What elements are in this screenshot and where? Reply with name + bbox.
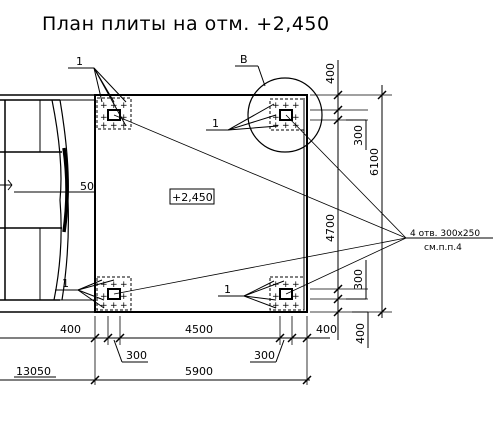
svg-text:+: + bbox=[100, 121, 108, 131]
dim-h-4500: 4500 bbox=[185, 323, 213, 336]
svg-text:+: + bbox=[272, 101, 280, 111]
svg-text:+: + bbox=[272, 301, 280, 311]
svg-text:+: + bbox=[100, 280, 108, 290]
drawing-title: План плиты на отм. +2,450 bbox=[42, 13, 330, 35]
dim-h-300-right: 300 bbox=[254, 349, 275, 362]
dim-50-label: 50 bbox=[80, 180, 94, 193]
dim-v-300-top: 300 bbox=[352, 125, 365, 146]
dim-v-400-top: 400 bbox=[324, 63, 337, 84]
svg-text:+: + bbox=[292, 113, 300, 123]
callout-b-label: B bbox=[240, 53, 248, 66]
svg-text:+: + bbox=[120, 101, 128, 111]
svg-text:+: + bbox=[272, 280, 280, 290]
openings-callout: 4 отв. 300х250 bbox=[410, 229, 480, 239]
svg-text:+: + bbox=[110, 301, 118, 311]
item-leader-top-left: 1 bbox=[68, 55, 127, 127]
svg-text:+: + bbox=[282, 301, 290, 311]
svg-text:+: + bbox=[100, 301, 108, 311]
svg-text:+: + bbox=[120, 301, 128, 311]
dim-50: 50 bbox=[14, 180, 94, 193]
svg-text:+: + bbox=[120, 113, 128, 123]
openings-leader-lines: 4 отв. 300х250 см.п.п.4 bbox=[113, 114, 493, 295]
svg-text:+: + bbox=[100, 292, 108, 302]
vertical-dimensions: 400 300 6100 4700 300 400 bbox=[310, 60, 392, 348]
svg-text:+: + bbox=[292, 280, 300, 290]
svg-text:1: 1 bbox=[224, 283, 231, 296]
slab-outline bbox=[0, 94, 308, 313]
elevation-mark: +2,450 bbox=[169, 188, 215, 205]
svg-text:+: + bbox=[110, 121, 118, 131]
svg-text:+: + bbox=[120, 292, 128, 302]
svg-text:+: + bbox=[292, 101, 300, 111]
svg-text:+: + bbox=[282, 280, 290, 290]
svg-text:+: + bbox=[110, 280, 118, 290]
dim-v-4700: 4700 bbox=[324, 214, 337, 242]
svg-text:+: + bbox=[282, 101, 290, 111]
opening-top-left: +++ ++ +++ bbox=[96, 97, 132, 131]
elevation-mark-label: +2,450 bbox=[172, 191, 213, 204]
svg-text:1: 1 bbox=[62, 277, 69, 290]
detail-callout-b: B bbox=[235, 53, 323, 153]
svg-text:1: 1 bbox=[76, 55, 83, 68]
openings-callout-ref: см.п.п.4 bbox=[424, 243, 462, 253]
dim-h-5900: 5900 bbox=[185, 365, 213, 378]
dim-v-400-bottom: 400 bbox=[354, 323, 367, 344]
item-leader-bottom-right: 1 bbox=[218, 280, 285, 309]
opening-bottom-left: +++ ++ +++ bbox=[96, 276, 132, 311]
dim-h-13050: 13050 bbox=[16, 365, 51, 378]
svg-text:+: + bbox=[120, 121, 128, 131]
svg-text:+: + bbox=[120, 280, 128, 290]
svg-text:+: + bbox=[100, 101, 108, 111]
dim-v-300-bottom: 300 bbox=[352, 269, 365, 290]
svg-text:+: + bbox=[100, 113, 108, 123]
svg-text:+: + bbox=[272, 113, 280, 123]
svg-text:+: + bbox=[292, 121, 300, 131]
dim-h-400-left: 400 bbox=[60, 323, 81, 336]
svg-text:+: + bbox=[282, 121, 290, 131]
dim-v-6100: 6100 bbox=[368, 148, 381, 176]
dim-h-400-right: 400 bbox=[316, 323, 337, 336]
stair-structure bbox=[0, 99, 95, 301]
svg-text:+: + bbox=[272, 292, 280, 302]
horizontal-dimensions: 400 4500 400 300 300 5900 13050 bbox=[0, 316, 337, 385]
svg-text:+: + bbox=[110, 101, 118, 111]
opening-bottom-right: +++ ++ +++ bbox=[269, 276, 305, 311]
item-leader-top-right: 1 bbox=[206, 103, 279, 131]
svg-text:+: + bbox=[292, 301, 300, 311]
svg-text:+: + bbox=[292, 292, 300, 302]
dim-h-300-left: 300 bbox=[126, 349, 147, 362]
svg-text:1: 1 bbox=[212, 117, 219, 130]
item-leader-bottom-left: 1 bbox=[55, 277, 115, 309]
